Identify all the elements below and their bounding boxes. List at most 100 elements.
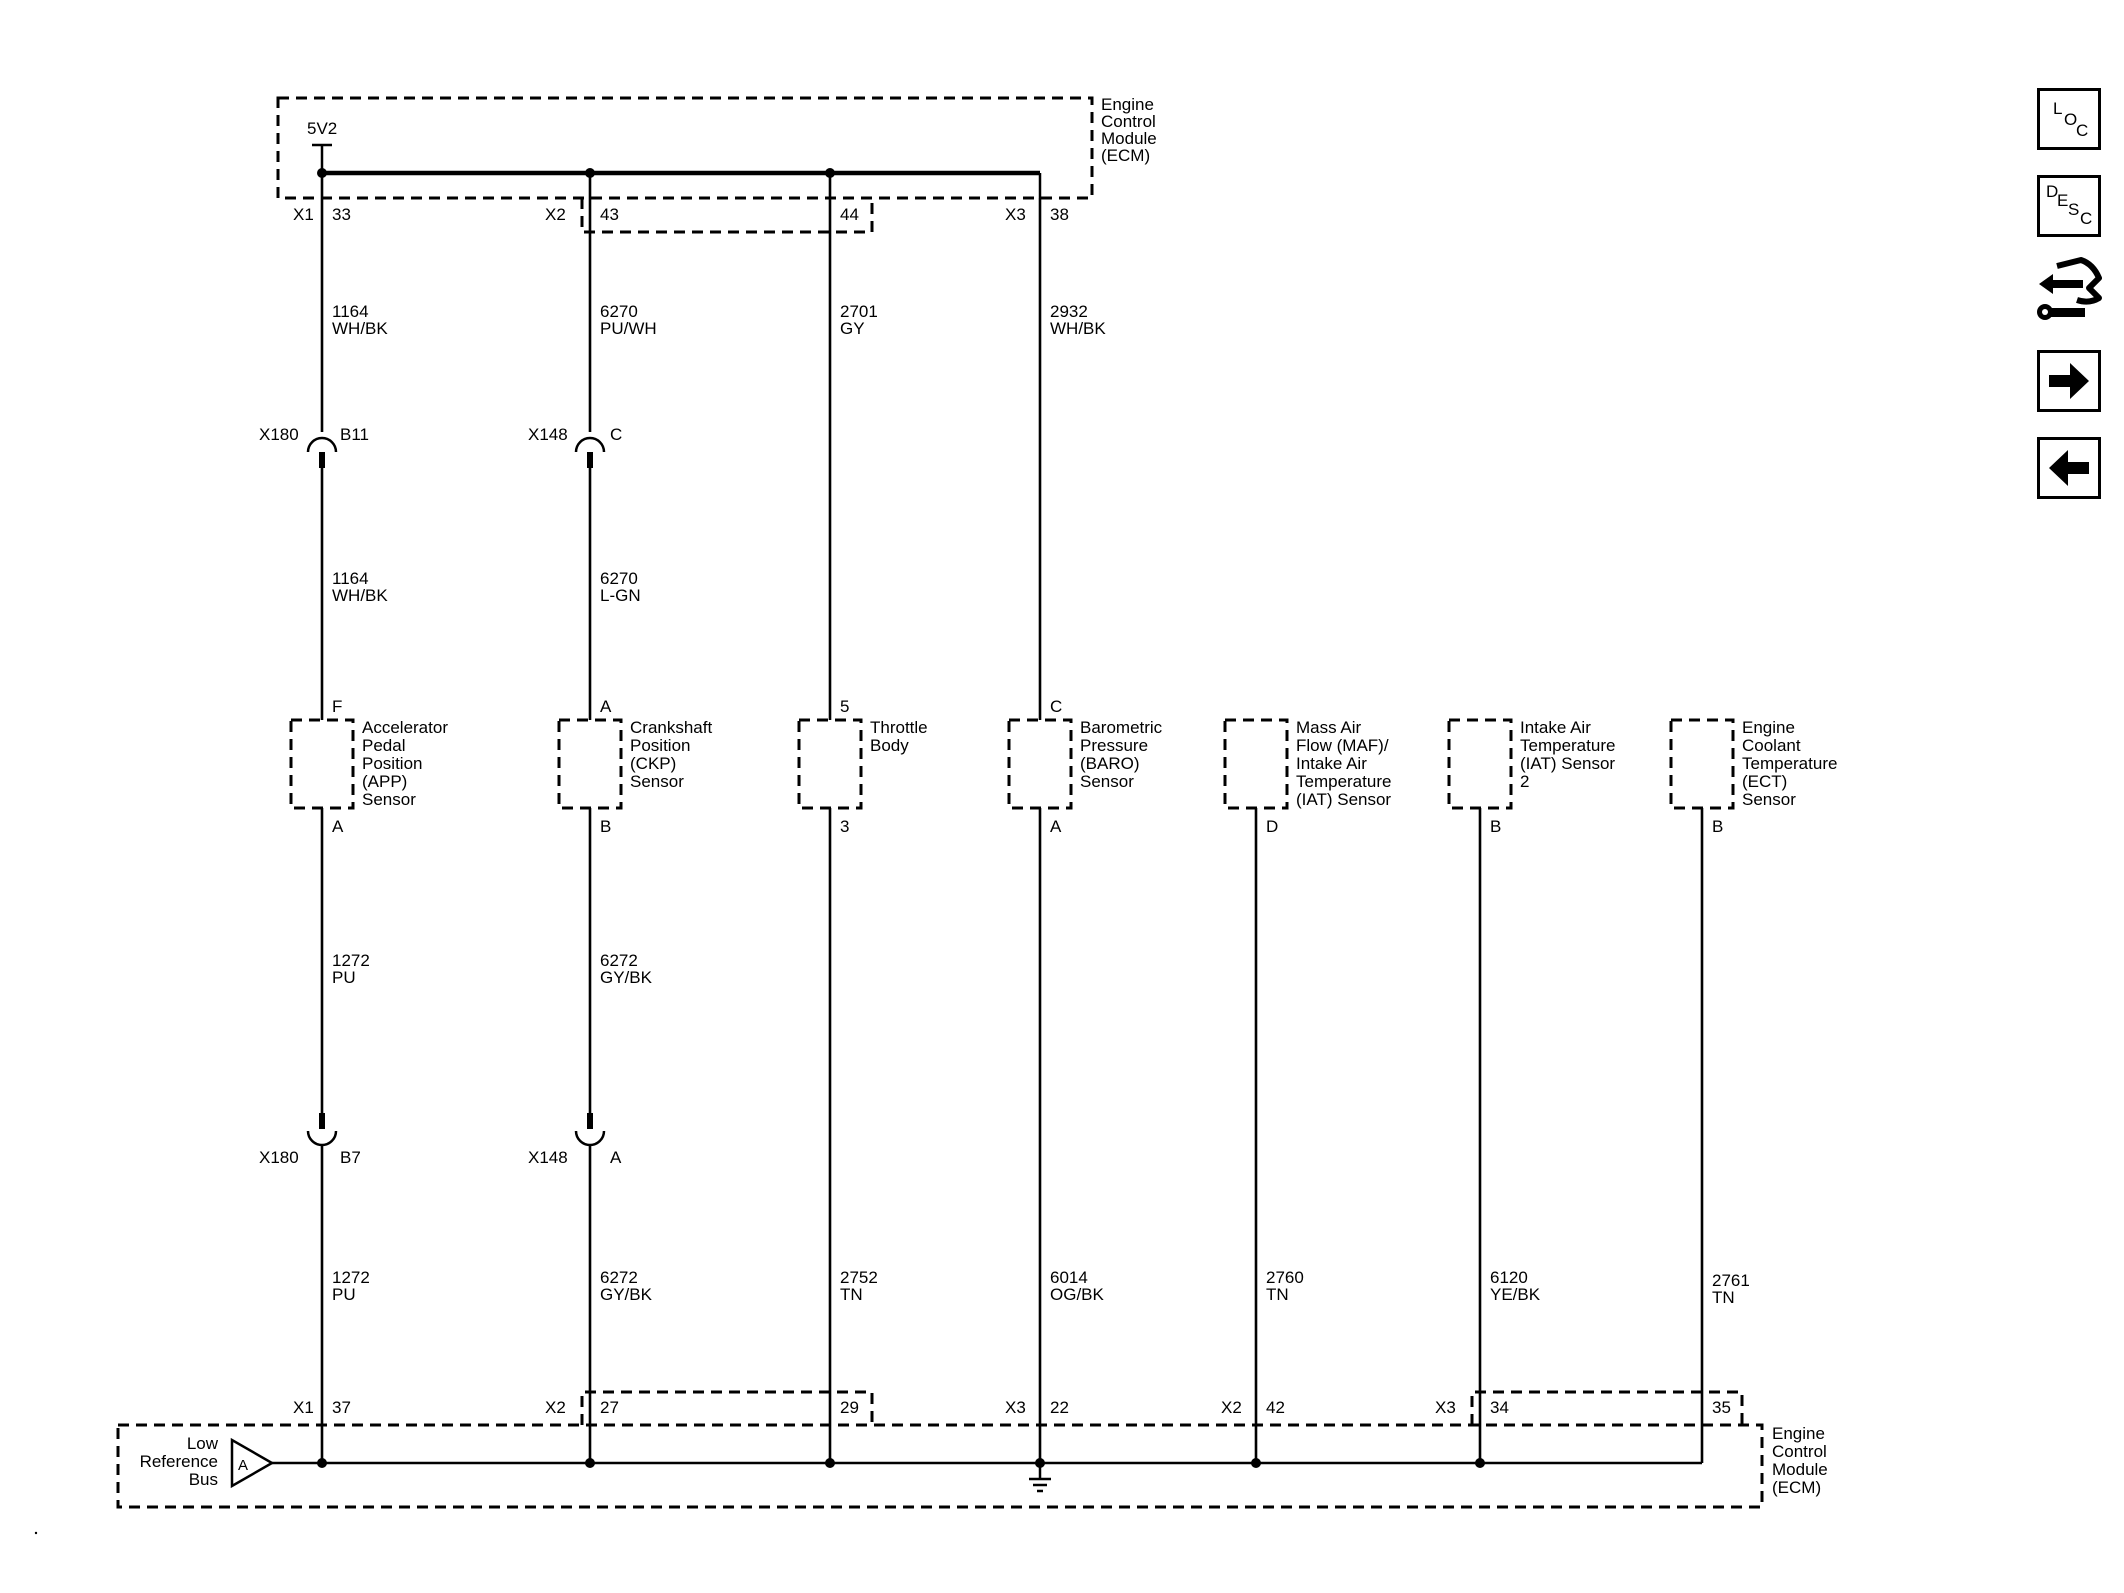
sensor-ckp-box — [557, 718, 623, 810]
svg-text:(IAT) Sensor: (IAT) Sensor — [1296, 790, 1391, 809]
next-button[interactable] — [2037, 350, 2101, 412]
wire-color-c5-lower2: TN — [1266, 1285, 1289, 1304]
bottom-shared-connector-1 — [580, 1390, 874, 1425]
wire-color-c1-mid: WH/BK — [332, 586, 388, 605]
wire-num-c2-upper: 6270 — [600, 302, 638, 321]
loc-button[interactable]: L O C — [2037, 88, 2101, 150]
wire-num-c4-lower2: 6014 — [1050, 1268, 1088, 1287]
wire-color-c1-lower1: PU — [332, 968, 356, 987]
svg-text:Temperature: Temperature — [1520, 736, 1615, 755]
loc-letter-c: C — [2076, 121, 2089, 140]
sensor-bottom-pin-iat2: B — [1490, 817, 1501, 836]
ecm-top-label-3: Module — [1101, 129, 1157, 148]
bottom-pin-37: 37 — [332, 1398, 351, 1417]
sensor-maf-name: Mass Air Flow (MAF)/ Intake Air Temperat… — [1296, 718, 1391, 809]
bottom-conn-x2-b: X2 — [1221, 1398, 1242, 1417]
svg-text:Body: Body — [870, 736, 909, 755]
bottom-conn-x1: X1 — [293, 1398, 314, 1417]
top-pin-43: 43 — [600, 205, 619, 224]
bottom-pin-22: 22 — [1050, 1398, 1069, 1417]
bottom-pin-42: 42 — [1266, 1398, 1285, 1417]
sensor-bottom-pin-baro: A — [1050, 817, 1062, 836]
wire-num-c5-lower2: 2760 — [1266, 1268, 1304, 1287]
svg-text:(ECT): (ECT) — [1742, 772, 1787, 791]
desc-letter-e: E — [2057, 191, 2069, 210]
inline-pin-c: C — [610, 425, 622, 444]
desc-button[interactable]: D E S C — [2037, 175, 2101, 237]
bottom-pin-29: 29 — [840, 1398, 859, 1417]
svg-text:Barometric: Barometric — [1080, 718, 1163, 737]
bottom-conn-x3-a: X3 — [1005, 1398, 1026, 1417]
svg-text:Temperature: Temperature — [1742, 754, 1837, 773]
sensor-ect-name: Engine Coolant Temperature (ECT) Sensor — [1742, 718, 1837, 809]
ecm-top-outline — [276, 96, 1094, 200]
wire-num-c6-lower2: 6120 — [1490, 1268, 1528, 1287]
svg-text:Accelerator: Accelerator — [362, 718, 448, 737]
low-ref-buffer-symbol — [230, 1437, 275, 1489]
svg-text:Sensor: Sensor — [1080, 772, 1134, 791]
wire-color-c4-lower2: OG/BK — [1050, 1285, 1105, 1304]
inline-connector-x180-upper — [306, 436, 338, 468]
connector-tool-button[interactable] — [2037, 254, 2105, 322]
sensor-bottom-pin-app: A — [332, 817, 344, 836]
sensor-app-name: Accelerator Pedal Position (APP) Sensor — [362, 718, 448, 809]
svg-text:(CKP): (CKP) — [630, 754, 676, 773]
sensor-baro-box — [1007, 718, 1073, 810]
desc-letter-d: D — [2046, 182, 2059, 201]
sensor-pin-a-ckp: A — [600, 697, 612, 716]
svg-text:Sensor: Sensor — [1742, 790, 1796, 809]
wire-num-c4-upper: 2932 — [1050, 302, 1088, 321]
svg-text:Control: Control — [1772, 1442, 1827, 1461]
wire-num-c3-lower2: 2752 — [840, 1268, 878, 1287]
top-conn-x2: X2 — [545, 205, 566, 224]
sensor-baro-name: Barometric Pressure (BARO) Sensor — [1080, 718, 1163, 791]
sensor-bottom-pin-tb: 3 — [840, 817, 849, 836]
top-conn-x1: X1 — [293, 205, 314, 224]
wire-num-c2-lower2: 6272 — [600, 1268, 638, 1287]
wire-color-c2-lower2: GY/BK — [600, 1285, 653, 1304]
svg-text:(IAT) Sensor: (IAT) Sensor — [1520, 754, 1615, 773]
top-pin-38: 38 — [1050, 205, 1069, 224]
ecm-bottom-outline — [116, 1423, 1764, 1509]
svg-text:Intake Air: Intake Air — [1296, 754, 1367, 773]
loc-letter-o: O — [2064, 110, 2078, 129]
svg-text:Pressure: Pressure — [1080, 736, 1148, 755]
wire-color-c1-upper: WH/BK — [332, 319, 388, 338]
svg-text:Throttle: Throttle — [870, 718, 928, 737]
svg-text:Position: Position — [630, 736, 690, 755]
desc-letter-c: C — [2080, 209, 2093, 228]
sensor-iat2-name: Intake Air Temperature (IAT) Sensor 2 — [1520, 718, 1615, 791]
svg-text:Coolant: Coolant — [1742, 736, 1801, 755]
wire-color-c7-lower2: TN — [1712, 1288, 1735, 1307]
sensor-tb-box — [797, 718, 863, 810]
inline-conn-x148-lower: X148 — [528, 1148, 568, 1167]
top-pin-33: 33 — [332, 205, 351, 224]
svg-text:Module: Module — [1772, 1460, 1828, 1479]
wire-color-c1-lower2: PU — [332, 1285, 356, 1304]
top-conn-x3: X3 — [1005, 205, 1026, 224]
bottom-conn-x3-b: X3 — [1435, 1398, 1456, 1417]
bottom-conn-x2-a: X2 — [545, 1398, 566, 1417]
sensor-maf-box — [1223, 718, 1289, 810]
inline-conn-x180-lower: X180 — [259, 1148, 299, 1167]
low-ref-buffer-letter: A — [238, 1457, 248, 1474]
svg-text:Flow (MAF)/: Flow (MAF)/ — [1296, 736, 1389, 755]
svg-text:Crankshaft: Crankshaft — [630, 718, 712, 737]
wire-num-c1-lower2: 1272 — [332, 1268, 370, 1287]
sensor-bottom-pin-maf: D — [1266, 817, 1278, 836]
desc-letter-s: S — [2068, 200, 2080, 219]
svg-text:Mass Air: Mass Air — [1296, 718, 1362, 737]
inline-connector-x180-lower — [306, 1113, 338, 1147]
wire-num-c1-mid: 1164 — [332, 569, 369, 588]
prev-button[interactable] — [2037, 437, 2101, 499]
sensor-bottom-pin-ect: B — [1712, 817, 1723, 836]
wire-num-c1-lower1: 1272 — [332, 951, 370, 970]
inline-conn-x180-upper: X180 — [259, 425, 299, 444]
svg-text:Position: Position — [362, 754, 422, 773]
svg-text:Intake Air: Intake Air — [1520, 718, 1591, 737]
sensor-pin-c: C — [1050, 697, 1062, 716]
wire-num-c2-lower1: 6272 — [600, 951, 638, 970]
inline-connector-x148-lower — [574, 1113, 606, 1147]
svg-text:(APP): (APP) — [362, 772, 407, 791]
